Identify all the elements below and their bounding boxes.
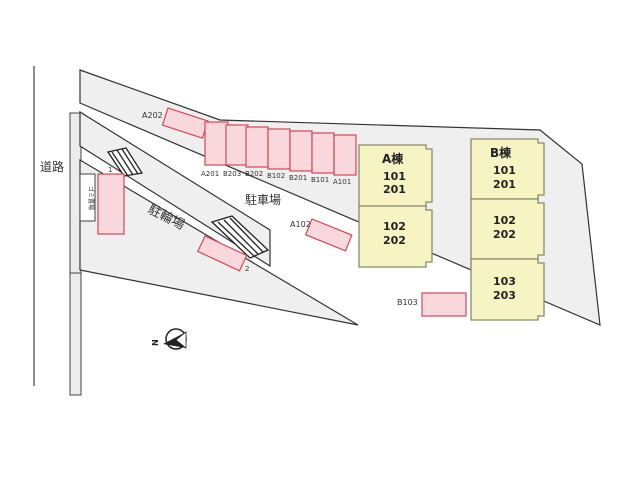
parking-row — [204, 121, 357, 176]
hatched-area-2 — [210, 215, 270, 259]
parking-spot-label: A101 — [333, 178, 351, 186]
bicycle-spot-2 — [197, 235, 248, 272]
bicycle-spot-1 — [97, 173, 125, 235]
parking-spot-label: B101 — [311, 176, 329, 184]
building-a-unit: 101 — [383, 170, 406, 183]
building-a-name: A棟 — [382, 151, 404, 166]
north-arrow-icon — [163, 328, 187, 350]
parking-spot-label: B102 — [267, 172, 285, 180]
building-b-unit: 201 — [493, 178, 516, 191]
bicycle-spot-2-label: 2 — [245, 265, 249, 273]
parking-spot-a102-label: A102 — [290, 220, 311, 229]
building-a-unit: 102 — [383, 220, 406, 233]
parking-spot-label: A201 — [201, 170, 219, 178]
boundary-wall — [69, 112, 82, 396]
parking-spot-label: B203 — [223, 170, 241, 178]
parking-spot-a102 — [304, 218, 353, 252]
parking-spot-label: B201 — [289, 174, 307, 182]
building-a-unit: 201 — [383, 183, 406, 196]
building-a-unit: 202 — [383, 234, 406, 247]
building-b-unit: 101 — [493, 164, 516, 177]
garbage-area — [79, 173, 96, 222]
hatched-area-1 — [106, 147, 144, 177]
parking-spot-b103 — [421, 292, 467, 317]
building-b-name: B棟 — [490, 145, 512, 160]
building-b-unit: 202 — [493, 228, 516, 241]
parking-spot-a202-label: A202 — [142, 111, 163, 120]
building-b-unit: 102 — [493, 214, 516, 227]
building-b — [470, 138, 545, 321]
building-b-unit: 103 — [493, 275, 516, 288]
garbage-label: ゴミ置場 — [87, 186, 95, 210]
building-b-unit: 203 — [493, 289, 516, 302]
parking-spot-label: B202 — [245, 170, 263, 178]
parking-spot-b103-label: B103 — [397, 298, 418, 307]
north-label: N — [151, 339, 160, 346]
building-a — [358, 144, 433, 268]
parking-lot-label: 駐車場 — [245, 192, 281, 207]
bicycle-spot-1-label: 1 — [108, 166, 112, 174]
road-label: 道路 — [40, 159, 64, 174]
